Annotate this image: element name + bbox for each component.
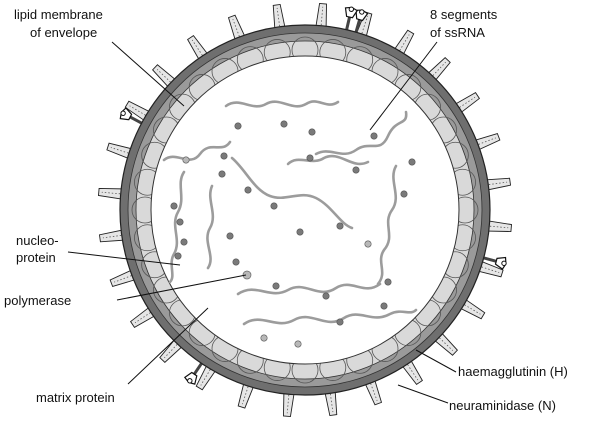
nucleoprotein-dot: [307, 155, 313, 161]
nucleoprotein-dot: [409, 159, 415, 165]
nucleoprotein-dot: [401, 191, 407, 197]
label-segments-line2: of ssRNA: [430, 25, 485, 40]
label-nucleoprotein-line2: protein: [16, 250, 56, 265]
label-matrix-protein: matrix protein: [36, 390, 115, 405]
label-haemagglutinin: haemagglutinin (H): [458, 364, 568, 379]
label-segments-line1: 8 segments: [430, 7, 498, 22]
label-nucleoprotein-line1: nucleo-: [16, 233, 59, 248]
nucleoprotein-dot: [309, 129, 315, 135]
nucleoprotein-dot: [323, 293, 329, 299]
nucleoprotein-dot: [271, 203, 277, 209]
nucleoprotein-dot: [227, 233, 233, 239]
label-lipid-membrane-line1: lipid membrane: [14, 7, 103, 22]
label-polymerase: polymerase: [4, 293, 71, 308]
nucleoprotein-dot: [245, 187, 251, 193]
label-lipid-membrane-line2: of envelope: [30, 25, 97, 40]
label-neuraminidase: neuraminidase (N): [449, 398, 556, 413]
leader-lipid-membrane: [112, 42, 184, 106]
nucleoprotein-dot: [297, 229, 303, 235]
polymerase-dot: [261, 335, 267, 341]
nucleoprotein-dot: [177, 219, 183, 225]
nucleoprotein-dot: [281, 121, 287, 127]
nucleoprotein-dot: [385, 279, 391, 285]
nucleoprotein-dot: [175, 253, 181, 259]
polymerase-dot: [183, 157, 189, 163]
polymerase-dot: [365, 241, 371, 247]
nucleoprotein-dot: [235, 123, 241, 129]
nucleoprotein-dot: [273, 283, 279, 289]
nucleoprotein-dot: [353, 167, 359, 173]
nucleoprotein-dot: [381, 303, 387, 309]
nucleoprotein-dot: [233, 259, 239, 265]
nucleoprotein-dot: [171, 203, 177, 209]
leader-neuraminidase: [398, 385, 448, 403]
nucleoprotein-dot: [337, 223, 343, 229]
nucleoprotein-dot: [219, 171, 225, 177]
nucleoprotein-dot: [337, 319, 343, 325]
nucleoprotein-dot: [221, 153, 227, 159]
nucleoprotein-dot: [181, 239, 187, 245]
polymerase-dot: [295, 341, 301, 347]
nucleoprotein-dot: [371, 133, 377, 139]
